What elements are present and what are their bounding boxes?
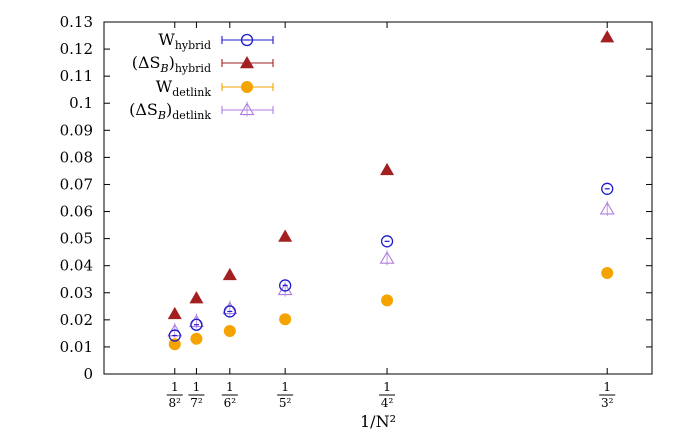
legend-marker <box>240 33 254 47</box>
legend-marker <box>241 81 253 93</box>
legend-marker <box>240 56 254 69</box>
x-tick-label: 16² <box>221 380 238 410</box>
series-w-hybrid <box>168 182 614 342</box>
data-point <box>599 200 615 216</box>
legend-entry: (ΔSB)hybrid <box>132 53 274 75</box>
data-point <box>380 162 395 176</box>
y-tick-label: 0.07 <box>60 175 93 193</box>
data-point <box>279 313 292 326</box>
y-tick-label: 0.12 <box>60 40 93 58</box>
data-point <box>279 279 292 292</box>
data-point <box>223 324 236 337</box>
y-tick-label: 0.04 <box>60 257 93 275</box>
series-layer <box>167 30 615 351</box>
data-point <box>379 250 395 266</box>
x-tick-label: 18² <box>166 380 183 410</box>
y-tick-label: 0.13 <box>60 13 93 31</box>
data-point <box>601 267 614 280</box>
series-s-detlink <box>167 200 615 338</box>
x-tick-denominator: 8² <box>169 396 182 410</box>
x-tick-label: 13² <box>599 380 616 410</box>
x-tick-denominator: 4² <box>381 396 394 410</box>
data-point <box>278 229 293 242</box>
x-tick-numerator: 1 <box>226 380 234 394</box>
x-tick-denominator: 6² <box>224 396 237 410</box>
legend-marker <box>239 101 255 117</box>
data-point <box>222 300 238 316</box>
y-tick-label: 0 <box>83 365 93 383</box>
x-tick-denominator: 3² <box>601 396 614 410</box>
legend-entry: (ΔSB)detlink <box>129 100 274 122</box>
data-point <box>168 338 181 351</box>
data-point <box>190 332 203 345</box>
x-tick-numerator: 1 <box>171 380 179 394</box>
legend-label: Whybrid <box>158 30 211 52</box>
legend-label: (ΔSB)hybrid <box>132 53 211 75</box>
y-tick-label: 0.08 <box>60 148 93 166</box>
y-tick-label: 0.09 <box>60 121 93 139</box>
data-point <box>381 294 394 307</box>
legend-label: Wdetlink <box>156 77 212 99</box>
x-tick-label: 14² <box>379 380 396 410</box>
legend-entry: Wdetlink <box>156 77 274 99</box>
data-point <box>601 182 614 195</box>
y-tick-label: 0.11 <box>60 67 93 85</box>
x-tick-denominator: 5² <box>279 396 292 410</box>
x-tick-denominator: 7² <box>190 396 203 410</box>
data-point <box>189 291 204 304</box>
data-point <box>600 30 615 43</box>
data-point <box>222 267 237 281</box>
y-tick-label: 0.06 <box>60 203 93 221</box>
x-tick-numerator: 1 <box>193 380 201 394</box>
x-tick-numerator: 1 <box>383 380 391 394</box>
y-axis: 0 0.01 0.02 0.03 0.04 0.05 0.06 0.07 0.08 0.09 0.1… <box>60 13 652 383</box>
x-tick-label: 15² <box>277 380 294 410</box>
data-point <box>223 305 236 318</box>
x-tick-numerator: 1 <box>281 380 289 394</box>
plot-frame <box>103 21 653 375</box>
legend-entry: Whybrid <box>158 30 274 52</box>
y-tick-label: 0.03 <box>60 284 93 302</box>
x-tick-label: 17² <box>188 380 205 410</box>
data-point <box>168 329 181 342</box>
data-point <box>167 306 182 320</box>
y-tick-label: 0.02 <box>60 311 93 329</box>
data-point <box>190 318 203 331</box>
y-tick-label: 0.01 <box>60 338 93 356</box>
legend-label: (ΔSB)detlink <box>129 100 211 122</box>
x-tick-numerator: 1 <box>603 380 611 394</box>
series-s-hybrid <box>167 30 615 320</box>
series-w-detlink <box>168 267 614 351</box>
y-tick-label: 0.1 <box>69 94 93 112</box>
x-axis-title: 1/N² <box>360 412 396 431</box>
y-tick-label: 0.05 <box>60 230 93 248</box>
data-point <box>380 235 394 248</box>
